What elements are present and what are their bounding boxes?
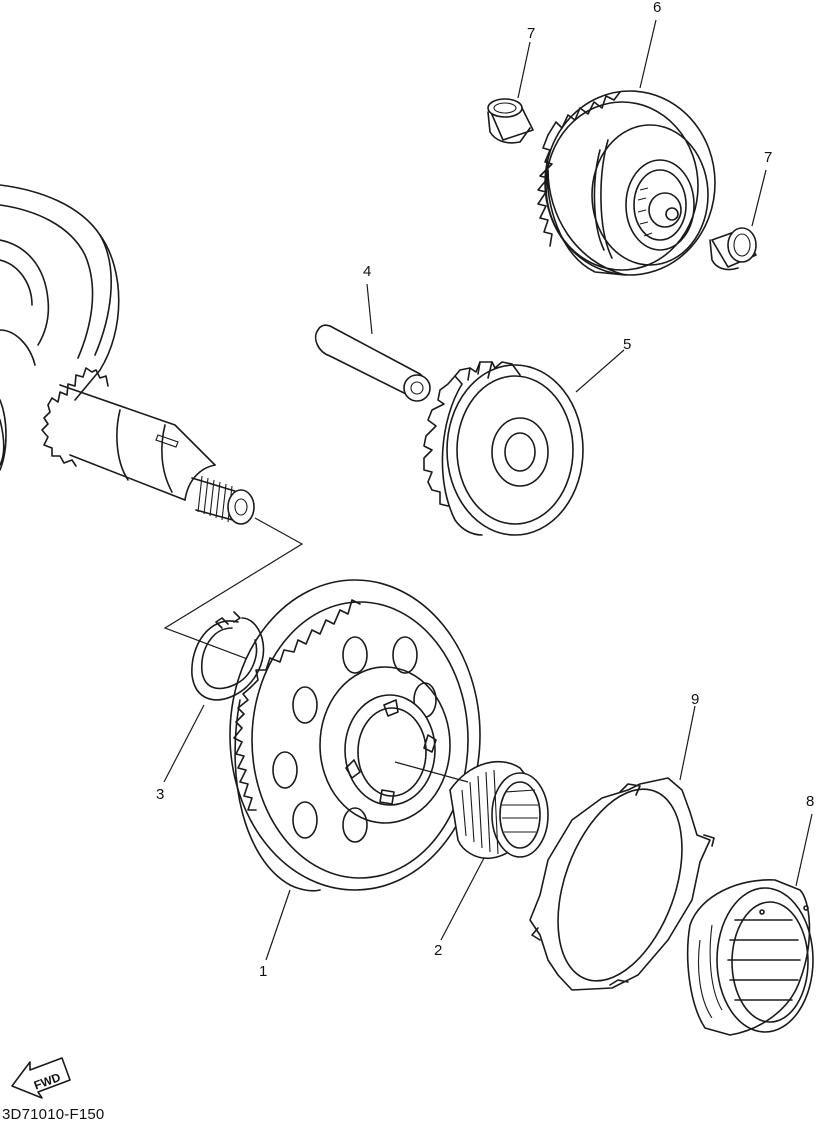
assembly-guide-line bbox=[163, 517, 304, 673]
callout-5: 5 bbox=[623, 336, 631, 353]
callout-8: 8 bbox=[806, 793, 814, 810]
callout-7-upper: 7 bbox=[527, 25, 535, 42]
part-2-needle-bearing bbox=[449, 760, 549, 860]
callout-3: 3 bbox=[156, 786, 164, 803]
callout-9: 9 bbox=[691, 691, 699, 708]
callout-6: 6 bbox=[653, 0, 661, 16]
callout-4: 4 bbox=[363, 263, 371, 280]
callout-7-lower: 7 bbox=[764, 149, 772, 166]
part-1-starter-wheel-gear bbox=[229, 579, 481, 892]
part-8-one-way-clutch bbox=[686, 879, 814, 1036]
callout-2: 2 bbox=[434, 942, 442, 959]
fwd-arrow-icon: FWD bbox=[11, 1057, 71, 1099]
part-7-bushing-lower bbox=[709, 227, 757, 271]
part-3-circlip bbox=[191, 611, 265, 701]
callout-1: 1 bbox=[259, 963, 267, 980]
crankshaft bbox=[0, 184, 255, 525]
part-5-gear bbox=[423, 361, 584, 536]
part-4-shaft bbox=[314, 324, 431, 402]
part-7-bushing-upper bbox=[487, 98, 534, 144]
part-9-plate bbox=[529, 777, 715, 991]
part-6-idler-gear-assembly bbox=[537, 90, 716, 276]
leader-lines bbox=[163, 19, 813, 961]
document-code: 3D71010-F150 bbox=[2, 1106, 105, 1123]
